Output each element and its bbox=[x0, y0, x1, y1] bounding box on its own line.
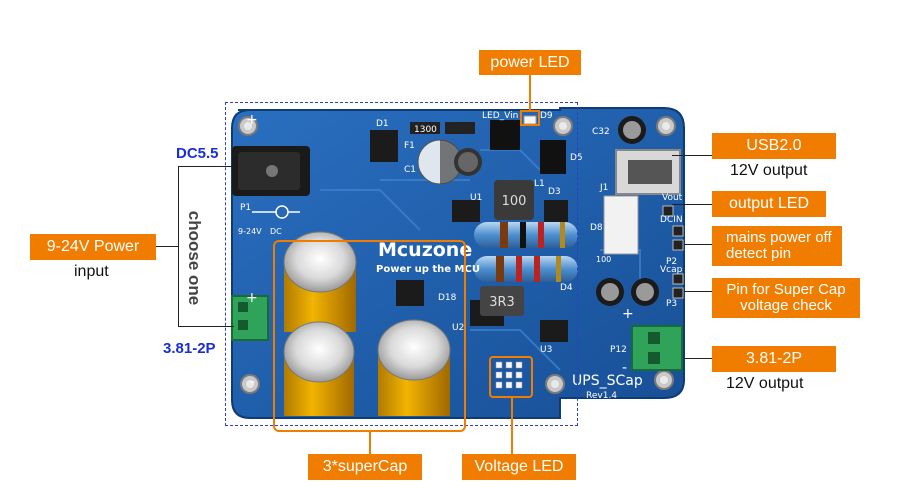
usb-label: USB2.0 bbox=[712, 133, 836, 159]
svg-text:+: + bbox=[246, 290, 258, 306]
voltage-led-label: Voltage LED bbox=[462, 454, 576, 480]
supercap-highlight-box bbox=[273, 240, 466, 432]
power-led-label: power LED bbox=[479, 50, 581, 75]
line-vcap bbox=[684, 291, 712, 292]
supercap-check-label: Pin for Super Cap voltage check bbox=[712, 278, 860, 318]
usb-sublabel: 12V output bbox=[730, 162, 808, 179]
svg-text:P12: P12 bbox=[610, 345, 627, 355]
board-name: UPS_SCap bbox=[572, 373, 643, 389]
svg-text:DCIN: DCIN bbox=[660, 215, 683, 225]
svg-text:D9: D9 bbox=[540, 111, 553, 121]
svg-text:100: 100 bbox=[596, 255, 611, 264]
svg-text:D18: D18 bbox=[438, 293, 457, 303]
svg-text:P1: P1 bbox=[240, 203, 251, 213]
out-connector-label: 3.81-2P bbox=[712, 346, 836, 372]
out-connector-sublabel: 12V output bbox=[726, 375, 804, 392]
svg-text:U1: U1 bbox=[470, 193, 482, 203]
voltage-led-highlight-box bbox=[489, 356, 533, 398]
svg-text:1300: 1300 bbox=[414, 125, 437, 135]
svg-text:D4: D4 bbox=[560, 283, 573, 293]
svg-text:+: + bbox=[622, 306, 634, 322]
svg-text:C32: C32 bbox=[592, 127, 610, 137]
supercap-label: 3*superCap bbox=[308, 454, 422, 480]
svg-text:-: - bbox=[250, 374, 255, 390]
svg-text:D5: D5 bbox=[570, 153, 583, 163]
svg-text:P2: P2 bbox=[666, 257, 677, 267]
line-usb bbox=[672, 155, 712, 156]
svg-text:D8: D8 bbox=[590, 223, 603, 233]
input-connector-label: 3.81-2P bbox=[163, 340, 216, 357]
line-voltage-led bbox=[511, 398, 513, 454]
svg-text:+: + bbox=[246, 112, 258, 128]
line-dc-top bbox=[178, 166, 234, 167]
supercap-board-outline bbox=[225, 102, 578, 426]
mains-detect-label: mains power off detect pin bbox=[712, 226, 842, 266]
svg-text:DC: DC bbox=[270, 227, 282, 236]
power-input-label: 9-24V Power bbox=[30, 234, 156, 260]
svg-text:L1: L1 bbox=[534, 179, 545, 189]
svg-text:P3: P3 bbox=[666, 299, 677, 309]
board-slogan: Power up the MCU bbox=[376, 264, 480, 275]
line-out-conn bbox=[684, 358, 712, 359]
line-supercap bbox=[369, 431, 371, 455]
svg-text:J1: J1 bbox=[599, 183, 608, 193]
line-power-led bbox=[529, 74, 531, 112]
svg-text:C1: C1 bbox=[404, 165, 416, 175]
power-led-highlight-box bbox=[520, 110, 540, 126]
board-brand: Mcuzone bbox=[378, 239, 472, 261]
line-bracket-bottom bbox=[178, 326, 234, 327]
svg-text:Vcap: Vcap bbox=[660, 265, 683, 275]
svg-text:3R3: 3R3 bbox=[489, 295, 515, 310]
choose-one-label: choose one bbox=[185, 210, 204, 306]
line-mains bbox=[684, 244, 712, 245]
inductor-100-label: 100 bbox=[502, 194, 527, 209]
board-rev: Rev1.4 bbox=[586, 391, 617, 401]
svg-text:-: - bbox=[622, 360, 627, 376]
svg-text:U2: U2 bbox=[452, 323, 464, 333]
svg-text:LED_Vin: LED_Vin bbox=[482, 111, 518, 121]
line-output-led bbox=[672, 204, 712, 205]
svg-text:D1: D1 bbox=[376, 119, 389, 129]
svg-text:Vout: Vout bbox=[662, 193, 683, 203]
output-led-label: output LED bbox=[712, 191, 826, 217]
line-power-input bbox=[156, 246, 178, 247]
svg-text:D3: D3 bbox=[548, 187, 561, 197]
dc-jack-label: DC5.5 bbox=[176, 145, 219, 162]
line-bracket-vertical bbox=[178, 166, 179, 326]
svg-text:F1: F1 bbox=[404, 141, 415, 151]
power-input-sublabel: input bbox=[74, 263, 109, 280]
svg-text:9-24V: 9-24V bbox=[238, 227, 262, 236]
svg-text:U3: U3 bbox=[540, 345, 552, 355]
